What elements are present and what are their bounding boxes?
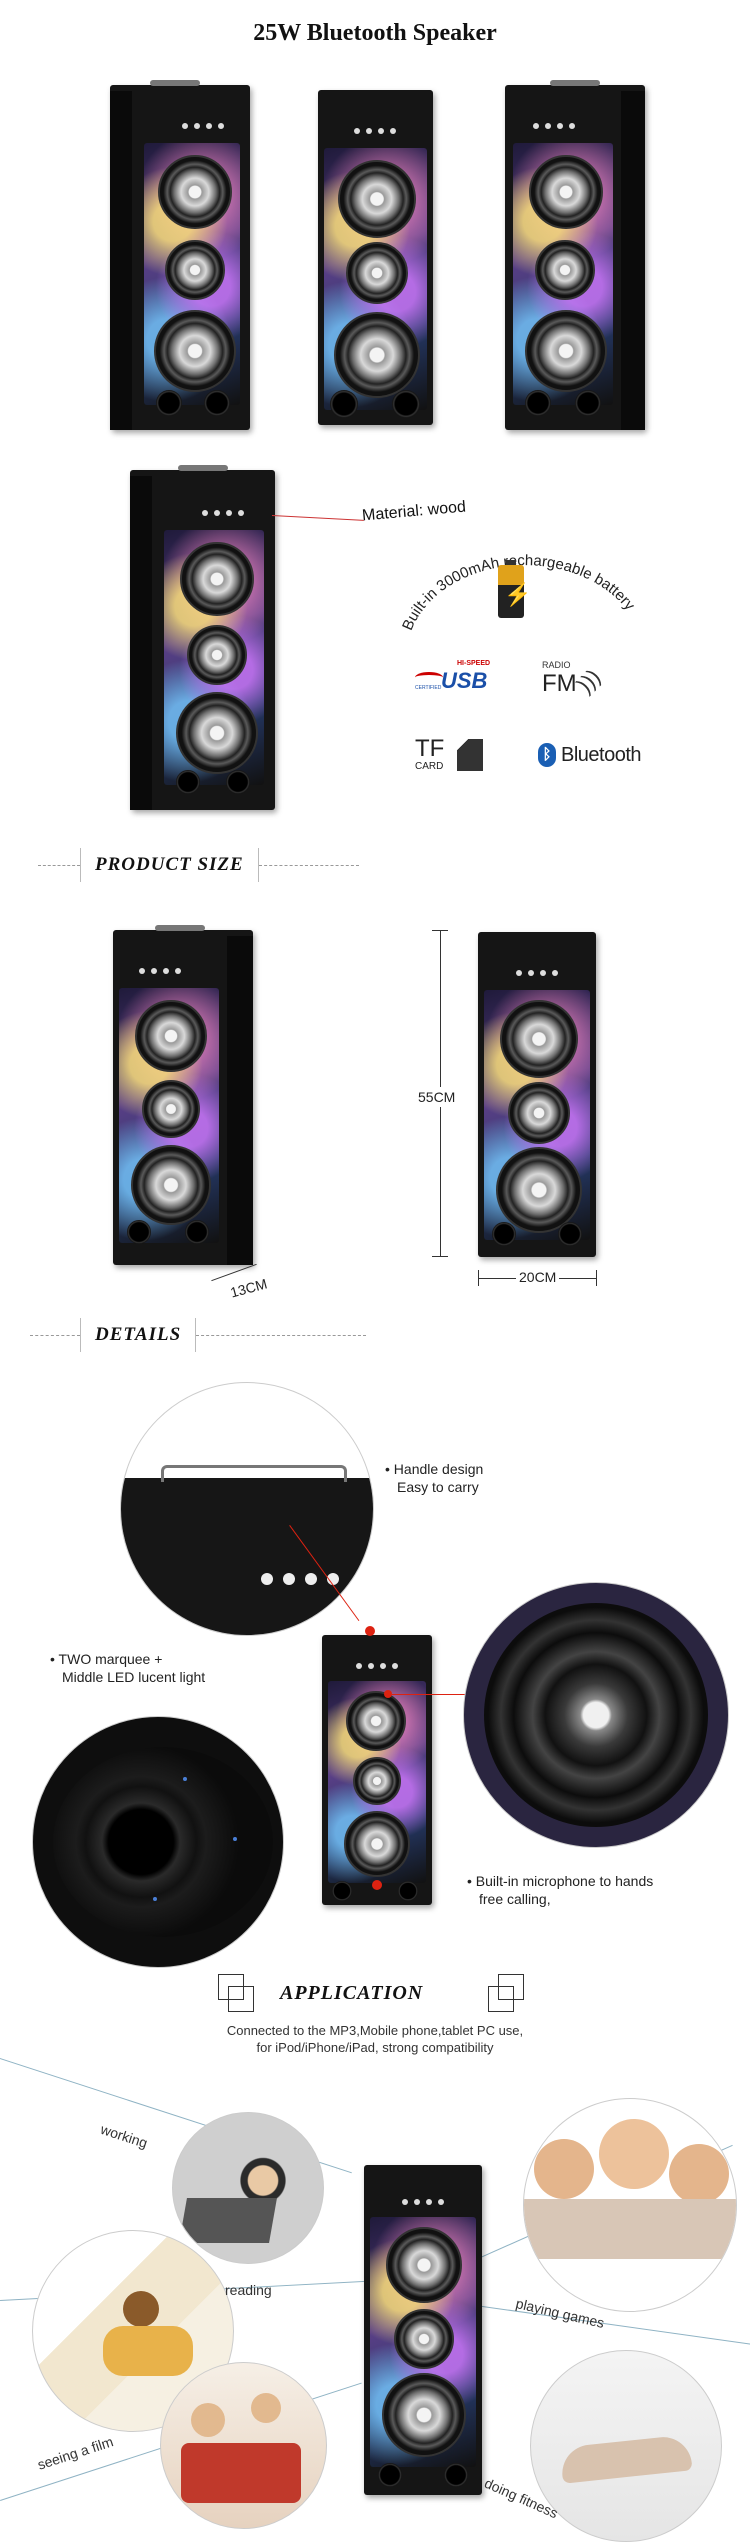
port-closeup-image	[32, 1716, 284, 1968]
working-label: working	[98, 2120, 150, 2152]
speaker-left-angle	[110, 80, 250, 430]
width-label: 20CM	[516, 1269, 560, 1285]
led-note: • TWO marquee + Middle LED lucent light	[50, 1651, 206, 1685]
bluetooth-logo: ᛒ Bluetooth	[538, 742, 642, 768]
speaker-size-angle	[113, 925, 253, 1265]
speaker-cone-closeup-image	[463, 1582, 729, 1848]
usb-logo: HI-SPEED USB CERTIFIED	[415, 660, 491, 693]
led-pointer-dot	[384, 1690, 392, 1698]
tf-card-logo: TF CARD	[415, 735, 495, 775]
handle-pointer-dot	[365, 1626, 375, 1636]
width-tick-left	[478, 1270, 479, 1286]
fm-radio-logo: RADIO FM )))	[542, 660, 606, 698]
details-heading: DETAILS	[30, 1318, 367, 1352]
material-pointer-line	[271, 515, 364, 521]
square-deco-icon-left	[218, 1974, 244, 2000]
working-photo	[172, 2112, 324, 2264]
handle-note: • Handle design Easy to carry	[385, 1461, 484, 1495]
radio-waves-icon: )))	[572, 664, 606, 698]
page-title: 25W Bluetooth Speaker	[253, 20, 497, 46]
application-description: Connected to the MP3,Mobile phone,tablet…	[226, 2023, 524, 2055]
handle-closeup-image	[120, 1382, 374, 1636]
application-heading: APPLICATION	[218, 1972, 538, 2016]
sd-card-icon	[457, 739, 483, 771]
product-size-heading: PRODUCT SIZE	[38, 848, 359, 882]
speaker-front	[318, 90, 433, 425]
height-label: 55CM	[418, 1087, 456, 1107]
speaker-size-front	[478, 932, 596, 1257]
mic-note: • Built-in microphone to hands free call…	[467, 1873, 654, 1907]
mic-pointer-dot	[372, 1880, 382, 1890]
battery-icon: ⚡	[498, 560, 531, 618]
height-tick-top	[432, 930, 448, 931]
height-tick-bottom	[432, 1256, 448, 1257]
playing-games-photo	[523, 2098, 737, 2312]
depth-label: 13CM	[228, 1275, 269, 1301]
speaker-application	[364, 2165, 482, 2495]
reading-label: reading	[225, 2282, 272, 2298]
film-photo	[160, 2362, 327, 2529]
fitness-photo	[530, 2350, 722, 2542]
speaker-details	[322, 1635, 432, 1905]
speaker-feature	[130, 465, 275, 810]
bluetooth-icon: ᛒ	[538, 743, 556, 767]
speaker-right-angle	[505, 80, 645, 430]
material-label: Material: wood	[361, 498, 467, 525]
width-tick-right	[596, 1270, 597, 1286]
